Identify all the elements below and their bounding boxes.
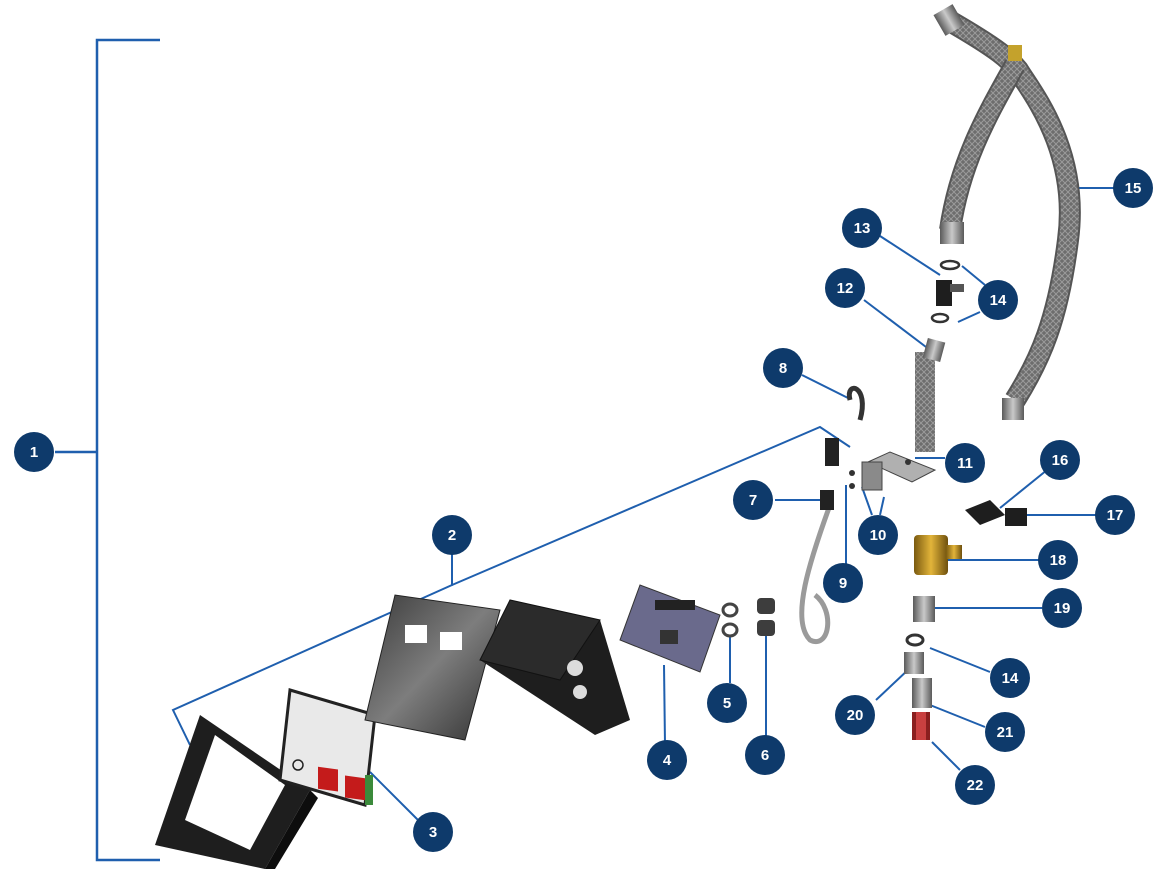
callout-label: 16 [1052,452,1069,469]
callout-label: 18 [1050,552,1067,569]
callout-15: 15 [1113,168,1153,208]
callout-14: 14 [990,658,1030,698]
callout-circle [842,208,882,248]
callout-label: 8 [779,360,787,377]
brass-valve [914,535,962,575]
callout-21: 21 [985,712,1025,752]
gasket-plate [364,594,501,741]
lower-fittings [904,633,932,740]
cable-harness [799,385,865,645]
callout-label: 20 [847,707,864,724]
callout-16: 16 [1040,440,1080,480]
callout-circle [413,812,453,852]
callout-circle [1042,588,1082,628]
callout-circle [990,658,1030,698]
callout-20: 20 [835,695,875,735]
callout-label: 7 [749,492,757,509]
callout-label: 4 [663,752,672,769]
callout-label: 14 [990,292,1007,309]
callout-2: 2 [432,515,472,555]
callout-9: 9 [823,563,863,603]
callout-circle [1095,495,1135,535]
callout-label: 6 [761,747,769,764]
callout-label: 19 [1054,600,1071,617]
callout-circle [745,735,785,775]
callout-11: 11 [945,443,985,483]
callout-circle [835,695,875,735]
callout-circle [647,740,687,780]
display-panel [278,688,377,807]
callout-1: 1 [14,432,54,472]
callout-circle [432,515,472,555]
callout-label: 2 [448,527,456,544]
callout-label: 21 [997,724,1014,741]
callout-label: 14 [1002,670,1019,687]
callout-label: 22 [967,777,984,794]
short-hose [915,338,946,452]
cable-glands [721,598,775,638]
callout-label: 3 [429,824,437,841]
callout-14: 14 [978,280,1018,320]
callout-circle [707,683,747,723]
callout-label: 10 [870,527,887,544]
callout-7: 7 [733,480,773,520]
callout-label: 11 [957,455,973,472]
callout-10: 10 [858,515,898,555]
check-valve [930,259,964,324]
callout-18: 18 [1038,540,1078,580]
callout-circle [1038,540,1078,580]
mounting-bracket [849,451,937,491]
callout-circle [14,432,54,472]
front-frame [155,715,318,869]
assembly-bracket [55,38,160,862]
callout-circle [825,268,865,308]
callout-circle [1113,168,1153,208]
callout-6: 6 [745,735,785,775]
callout-19: 19 [1042,588,1082,628]
callout-5: 5 [707,683,747,723]
callout-4: 4 [647,740,687,780]
callout-label: 13 [854,220,871,237]
callout-circle [858,515,898,555]
callout-circle [978,280,1018,320]
callout-12: 12 [825,268,865,308]
enclosure-box [479,599,630,735]
callout-8: 8 [763,348,803,388]
circuit-board [619,584,721,673]
callout-label: 15 [1125,180,1142,197]
callout-label: 5 [723,695,731,712]
callout-label: 1 [30,444,38,461]
callout-label: 12 [837,280,854,297]
callout-circle [763,348,803,388]
callout-circle [985,712,1025,752]
leader-lines [171,187,1116,821]
nipple-fitting [913,596,935,622]
callout-3: 3 [413,812,453,852]
callout-circle [955,765,995,805]
callout-circle [945,443,985,483]
callout-label: 17 [1107,507,1124,524]
callout-circle [733,480,773,520]
callout-circle [823,563,863,603]
long-braided-hose [933,4,1081,420]
callout-17: 17 [1095,495,1135,535]
callout-label: 9 [839,575,847,592]
callout-13: 13 [842,208,882,248]
solenoid-connector [965,500,1027,526]
callout-circle [1040,440,1080,480]
callout-22: 22 [955,765,995,805]
